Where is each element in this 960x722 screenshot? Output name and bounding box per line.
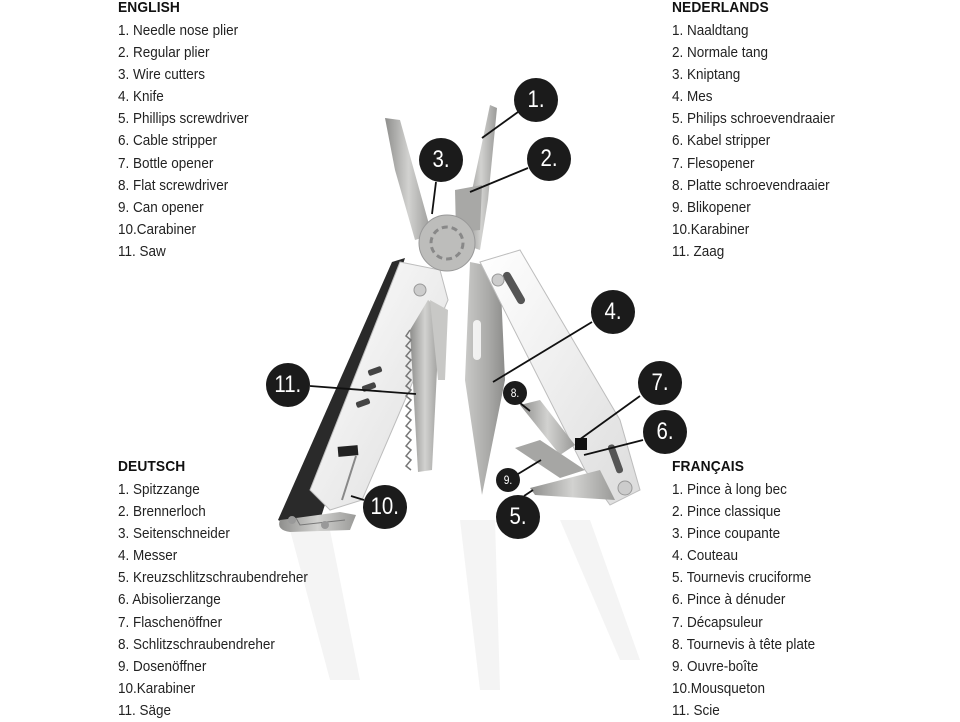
- legend-title: FRANÇAIS: [672, 458, 745, 475]
- legend-item: 8. Schlitzschraubendreher: [118, 635, 275, 653]
- callout-5: 5.: [496, 495, 540, 539]
- saw-blade: [404, 300, 448, 472]
- leader-lines: [309, 111, 644, 501]
- legend-title: DEUTSCH: [118, 458, 186, 475]
- legend-deutsch: DEUTSCH 1. Spitzzange 2. Brennerloch 3. …: [118, 459, 329, 722]
- legend-item: 4. Knife: [118, 88, 164, 106]
- legend-item: 10.Karabiner: [118, 679, 196, 697]
- callout-9: 9.: [496, 468, 520, 492]
- legend-item: 10.Mousqueton: [672, 679, 766, 697]
- legend-item: 11. Säge: [118, 701, 172, 719]
- legend-item: 10.Carabiner: [118, 220, 197, 238]
- plier-jaws: [385, 105, 497, 272]
- legend-item: 7. Bottle opener: [118, 154, 214, 172]
- legend-list: 1. Spitzzange 2. Brennerloch 3. Seitensc…: [118, 479, 329, 722]
- small-tools: [515, 400, 615, 500]
- legend-item: 2. Regular plier: [118, 44, 210, 62]
- legend-title: NEDERLANDS: [672, 0, 769, 16]
- legend-item: 5. Tournevis cruciforme: [672, 569, 812, 587]
- legend-item: 3. Seitenschneider: [118, 525, 230, 543]
- legend-list: 1. Naaldtang 2. Normale tang 3. Kniptang…: [672, 20, 853, 263]
- legend-item: 9. Dosenöffner: [118, 657, 207, 675]
- legend-title: ENGLISH: [118, 0, 180, 16]
- legend-item: 4. Mes: [672, 88, 713, 106]
- legend-item: 7. Flaschenöffner: [118, 613, 223, 631]
- legend-item: 3. Pince coupante: [672, 525, 781, 543]
- legend-item: 4. Messer: [118, 547, 178, 565]
- legend-item: 8. Flat screwdriver: [118, 176, 229, 194]
- callout-6: 6.: [643, 410, 687, 454]
- legend-item: 7. Décapsuleur: [672, 613, 763, 631]
- reflection: [290, 520, 640, 690]
- callout-11: 11.: [266, 363, 310, 407]
- callout-8: 8.: [503, 381, 527, 405]
- legend-item: 6. Pince à dénuder: [672, 591, 786, 609]
- legend-item: 9. Ouvre-boîte: [672, 657, 759, 675]
- legend-item: 11. Scie: [672, 701, 720, 719]
- legend-item: 7. Flesopener: [672, 154, 755, 172]
- legend-item: 1. Pince à long bec: [672, 481, 787, 498]
- legend-item: 9. Can opener: [118, 198, 204, 216]
- legend-item: 6. Cable stripper: [118, 132, 218, 150]
- legend-francais: FRANÇAIS 1. Pince à long bec 2. Pince cl…: [672, 459, 831, 722]
- legend-item: 9. Blikopener: [672, 198, 751, 216]
- legend-item: 5. Philips schroevendraaier: [672, 110, 835, 128]
- legend-item: 3. Kniptang: [672, 66, 741, 84]
- legend-item: 10.Karabiner: [672, 220, 750, 238]
- legend-item: 11. Zaag: [672, 242, 725, 260]
- legend-item: 5. Phillips screwdriver: [118, 110, 249, 128]
- legend-item: 6. Kabel stripper: [672, 132, 771, 150]
- legend-item: 3. Wire cutters: [118, 66, 206, 84]
- legend-item: 6. Abisolierzange: [118, 591, 221, 609]
- callout-3: 3.: [419, 138, 463, 182]
- callout-10: 10.: [363, 485, 407, 529]
- legend-item: 2. Pince classique: [672, 503, 781, 521]
- legend-item: 4. Couteau: [672, 547, 739, 565]
- legend-list: 1. Pince à long bec 2. Pince classique 3…: [672, 479, 831, 722]
- legend-list: 1. Needle nose plier 2. Regular plier 3.…: [118, 20, 263, 263]
- legend-item: 1. Naaldtang: [672, 22, 749, 39]
- callout-1: 1.: [514, 78, 558, 122]
- legend-item: 1. Spitzzange: [118, 481, 200, 498]
- left-handle: [278, 258, 449, 532]
- callout-7: 7.: [638, 361, 682, 405]
- legend-item: 11. Saw: [118, 242, 166, 260]
- legend-item: 8. Tournevis à tête plate: [672, 635, 816, 653]
- legend-nederlands: NEDERLANDS 1. Naaldtang 2. Normale tang …: [672, 0, 853, 263]
- callout-4: 4.: [591, 290, 635, 334]
- knife-blade: [465, 262, 505, 495]
- legend-item: 8. Platte schroevendraaier: [672, 176, 830, 194]
- legend-item: 1. Needle nose plier: [118, 22, 239, 39]
- legend-english: ENGLISH 1. Needle nose plier 2. Regular …: [118, 0, 263, 263]
- legend-item: 2. Normale tang: [672, 44, 769, 62]
- legend-item: 5. Kreuzschlitzschraubendreher: [118, 569, 308, 587]
- callout-2: 2.: [527, 137, 571, 181]
- legend-item: 2. Brennerloch: [118, 503, 206, 521]
